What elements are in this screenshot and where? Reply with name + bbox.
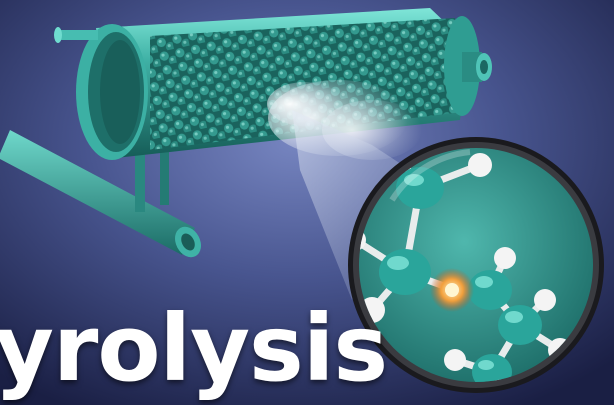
light-beam	[292, 110, 410, 300]
steam-plume-icon	[267, 80, 422, 160]
magnifier-lens-icon	[348, 137, 604, 393]
title-text: yrolysis	[0, 295, 388, 402]
support-pipe-icon	[0, 130, 201, 258]
